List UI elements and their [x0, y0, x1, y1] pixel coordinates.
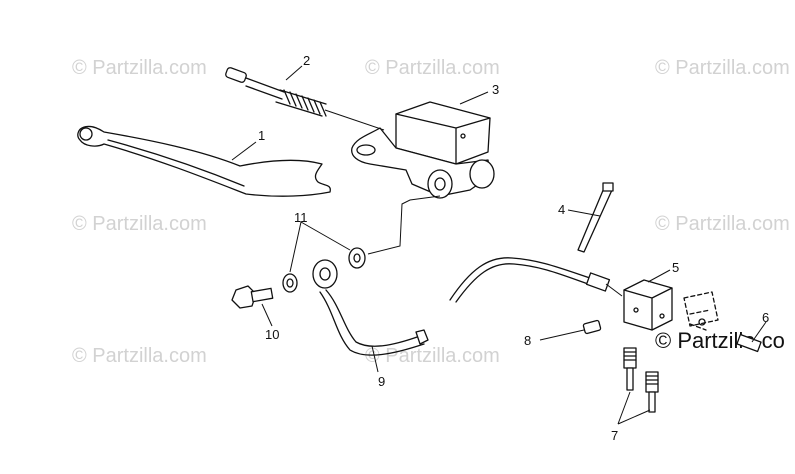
- sealing-washers: [282, 247, 366, 293]
- watermark-layer: © Partzilla.com © Partzilla.com © Partzi…: [72, 57, 790, 367]
- callout-3: 3: [492, 82, 499, 97]
- callout-8: 8: [524, 333, 531, 348]
- watermark: © Partzilla.com: [72, 213, 207, 235]
- watermark-dark: © Partzilla.co: [655, 328, 785, 353]
- watermark: © Partzilla.com: [72, 57, 207, 79]
- callout-10: 10: [265, 327, 279, 342]
- bleeder-valve: [582, 319, 602, 335]
- watermark: © Partzilla.com: [365, 57, 500, 79]
- callout-9: 9: [378, 374, 385, 389]
- callout-11: 11: [294, 210, 308, 225]
- push-rod-assembly: [225, 67, 327, 117]
- cable-tie: [577, 182, 614, 253]
- callout-6: 6: [762, 310, 769, 325]
- banjo-bolt: [231, 285, 274, 309]
- brake-lever: [77, 125, 331, 197]
- watermark: © Partzilla.com: [72, 345, 207, 367]
- watermark: © Partzilla.com: [655, 57, 790, 79]
- brake-hose: [312, 257, 611, 356]
- watermark: © Partzilla.com: [365, 345, 500, 367]
- callout-5: 5: [672, 260, 679, 275]
- brake-switch: [683, 291, 762, 353]
- watermark: © Partzilla.com: [655, 213, 790, 235]
- master-cylinder: [351, 101, 495, 199]
- junction-block: [623, 279, 673, 331]
- banjo-fittings: [623, 347, 659, 413]
- callout-4: 4: [558, 202, 565, 217]
- callout-2: 2: [303, 53, 310, 68]
- callout-1: 1: [258, 128, 265, 143]
- leader-lines: [231, 65, 767, 425]
- callout-numbers: 1 2 3 4 5 6 7 8 9 10 11: [258, 53, 769, 443]
- callout-7: 7: [611, 428, 618, 443]
